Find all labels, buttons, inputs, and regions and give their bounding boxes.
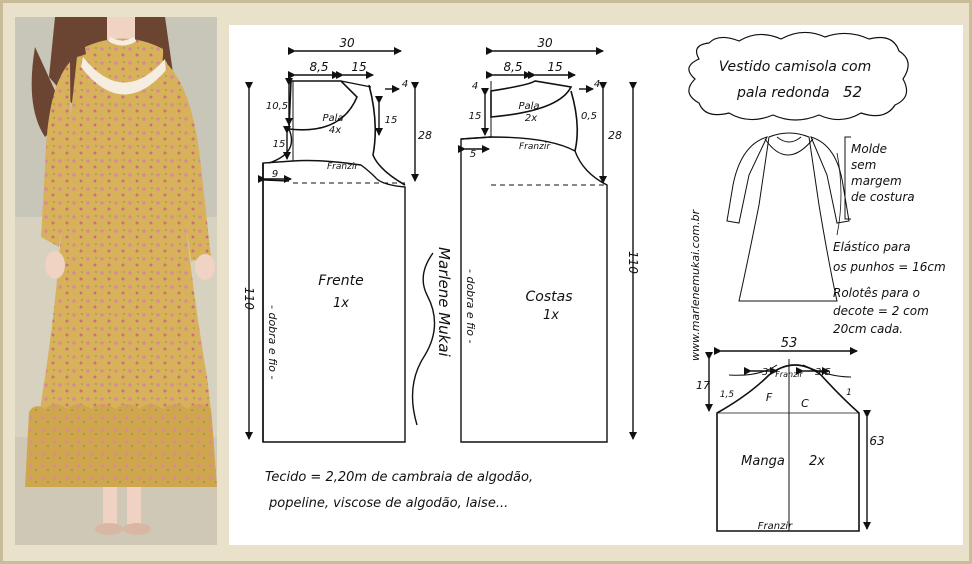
front-piece-outline — [262, 80, 406, 443]
back-side-5: 5 — [470, 149, 476, 160]
sleeve-length-63: 63 — [869, 434, 884, 448]
back-yoke-left-4: 4 — [472, 81, 478, 92]
front-top-width: 30 — [339, 36, 355, 50]
back-top-width: 30 — [537, 36, 553, 50]
pattern-sheet: 30 8,5 15 10,5 Pala 4x 15 4 15 28 Franzi… — [229, 25, 963, 545]
note-elastico-1: Elástico para — [833, 240, 911, 254]
dress-sketch — [726, 132, 850, 302]
sleeve-cap-1: 1 — [846, 388, 852, 398]
title-line2: pala redonda — [736, 85, 830, 101]
front-yoke-15b: 15 — [385, 115, 398, 126]
note-molde-1: Molde — [851, 142, 887, 156]
back-length-28: 28 — [608, 129, 622, 142]
note-molde-4: de costura — [851, 190, 915, 204]
front-piece-name: Frente — [318, 273, 363, 289]
signature: Marlene Mukai — [435, 247, 453, 358]
sleeve-qty: 2x — [809, 454, 825, 469]
note-rolotes-2: decote = 2 com — [833, 304, 929, 318]
back-piece-outline — [460, 80, 608, 443]
front-piece-qty: 1x — [333, 296, 349, 311]
signature-mark — [411, 252, 436, 426]
note-elastico-2: os punhos = 16cm — [833, 260, 946, 274]
back-yoke-label: Pala — [518, 101, 539, 112]
back-side-15: 15 — [469, 111, 482, 122]
sleeve-label-c: C — [801, 397, 809, 410]
sleeve-width: 53 — [781, 336, 798, 351]
dress-photo-illustration — [15, 17, 217, 545]
sleeve-outline — [716, 359, 860, 532]
front-franzir: Franzir — [327, 162, 359, 172]
fabric-line1: Tecido = 2,20m de cambraia de algodão, — [265, 470, 533, 485]
front-side-15: 15 — [273, 139, 286, 150]
note-rolotes-3: 20cm cada. — [833, 322, 903, 336]
front-yoke-4: 4 — [402, 79, 408, 90]
back-yoke-left: 8,5 — [503, 60, 522, 74]
sleeve-name: Manga — [741, 454, 785, 469]
title-cloud — [688, 31, 909, 121]
back-fold-text: - dobra e fio - — [464, 269, 477, 344]
title-line1: Vestido camisola com — [719, 59, 871, 75]
front-fold-text: - dobra e fio - — [266, 305, 279, 380]
front-yoke-right: 15 — [351, 60, 366, 74]
front-yoke-height: 10,5 — [266, 101, 288, 112]
sleeve-left-3: 3 — [762, 367, 768, 378]
sleeve-franzir-top: Franzir — [775, 370, 803, 379]
front-yoke-qty: 4x — [329, 125, 341, 136]
front-yoke-left: 8,5 — [309, 60, 328, 74]
sleeve-franzir-bottom: Franzir — [758, 521, 793, 532]
back-piece-name: Costas — [526, 289, 573, 305]
note-molde-2: sem — [851, 158, 876, 172]
sleeve-right-35: 3,5 — [815, 367, 831, 378]
sleeve-label-f: F — [766, 391, 773, 404]
sleeve-cap-15: 1,5 — [720, 390, 735, 400]
title-size: 52 — [843, 83, 862, 101]
pattern-diagram: 30 8,5 15 10,5 Pala 4x 15 4 15 28 Franzi… — [242, 31, 946, 532]
back-yoke-05: 0,5 — [581, 111, 597, 122]
front-inset-9: 9 — [272, 169, 278, 180]
back-length-110: 110 — [626, 251, 640, 274]
note-rolotes-1: Rolotês para o — [833, 286, 920, 300]
fabric-line2: popeline, viscose de algodão, laise... — [268, 496, 508, 511]
website: www.marlenemukai.com.br — [689, 208, 702, 361]
note-molde-3: margem — [851, 174, 902, 188]
back-yoke-right: 15 — [547, 60, 562, 74]
back-yoke-4: 4 — [594, 79, 600, 90]
sleeve-height-17: 17 — [696, 379, 710, 392]
back-piece-qty: 1x — [543, 308, 559, 323]
back-yoke-qty: 2x — [525, 113, 537, 124]
back-franzir: Franzir — [519, 142, 551, 152]
front-length-110: 110 — [242, 287, 256, 310]
front-length-28: 28 — [418, 129, 432, 142]
front-yoke-label: Pala — [322, 113, 343, 124]
model-photo — [15, 17, 217, 545]
